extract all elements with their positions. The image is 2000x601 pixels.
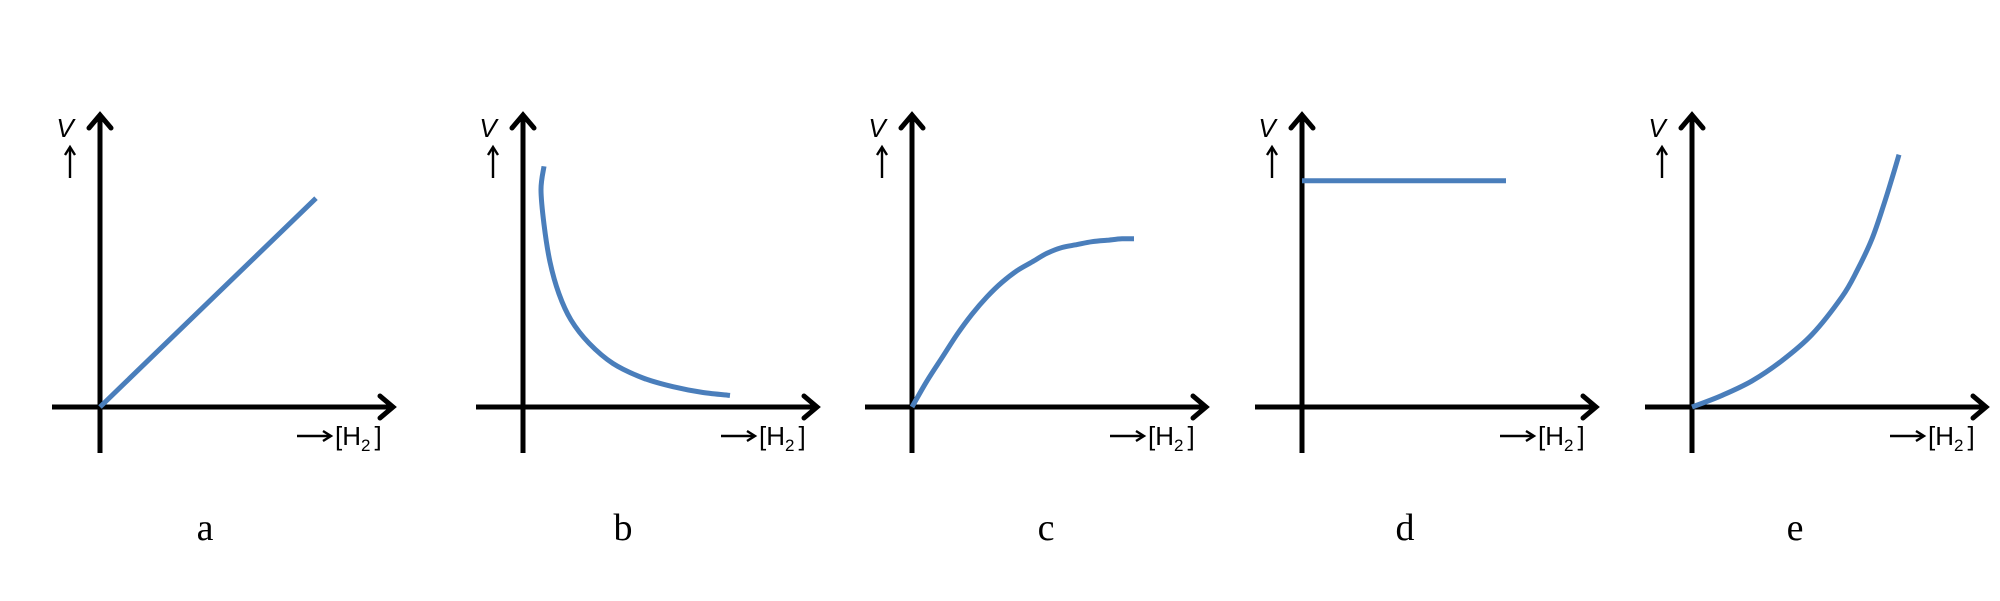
y-label-arrow-head bbox=[875, 144, 889, 156]
y-label-arrow-head bbox=[486, 144, 500, 156]
series-line-b bbox=[538, 165, 731, 398]
x-label-arrow-head bbox=[1525, 429, 1537, 443]
series-line-a bbox=[98, 196, 318, 409]
x-axis-label: [H2] bbox=[1148, 421, 1195, 455]
series-line-c bbox=[909, 236, 1135, 409]
x-axis-arrowhead bbox=[1970, 393, 1990, 421]
x-axis-arrowhead bbox=[801, 393, 821, 421]
x-label-arrow-head bbox=[1135, 429, 1147, 443]
y-axis-arrowhead bbox=[509, 111, 537, 131]
x-axis-arrowhead bbox=[1190, 393, 1210, 421]
x-label-arrow-head bbox=[746, 429, 758, 443]
y-label-arrow-head bbox=[63, 144, 77, 156]
panel-label: c bbox=[1038, 507, 1055, 549]
y-axis-arrowhead bbox=[898, 111, 926, 131]
x-axis-label: [H2] bbox=[759, 421, 806, 455]
y-label-arrow-head bbox=[1655, 144, 1669, 156]
y-axis-arrowhead bbox=[1678, 111, 1706, 131]
y-axis-label: V bbox=[1648, 113, 1668, 143]
x-label-arrow-head bbox=[1915, 429, 1927, 443]
y-axis-arrowhead bbox=[1288, 111, 1316, 131]
panel-b: V [H2] b bbox=[476, 111, 821, 549]
series-line-e bbox=[1691, 153, 1902, 410]
x-axis-label: [H2] bbox=[1928, 421, 1975, 455]
x-label-arrow-head bbox=[322, 429, 334, 443]
y-axis-label: V bbox=[868, 113, 888, 143]
y-axis-label: V bbox=[1258, 113, 1278, 143]
x-axis-label: [H2] bbox=[1538, 421, 1585, 455]
panel-label: b bbox=[614, 507, 633, 549]
panel-a: V [H2] a bbox=[52, 111, 397, 549]
panel-c: V [H2] c bbox=[865, 111, 1210, 549]
panel-label: e bbox=[1787, 507, 1804, 549]
panel-d: V [H2] d bbox=[1255, 111, 1600, 549]
panel-e: V [H2] e bbox=[1645, 111, 1990, 549]
x-axis-arrowhead bbox=[377, 393, 397, 421]
panel-label: d bbox=[1396, 507, 1415, 549]
panel-label: a bbox=[197, 507, 214, 549]
x-axis-label: [H2] bbox=[335, 421, 382, 455]
y-axis-arrowhead bbox=[86, 111, 114, 131]
y-axis-label: V bbox=[56, 113, 76, 143]
y-label-arrow-head bbox=[1265, 144, 1279, 156]
x-axis-arrowhead bbox=[1580, 393, 1600, 421]
y-axis-label: V bbox=[479, 113, 499, 143]
